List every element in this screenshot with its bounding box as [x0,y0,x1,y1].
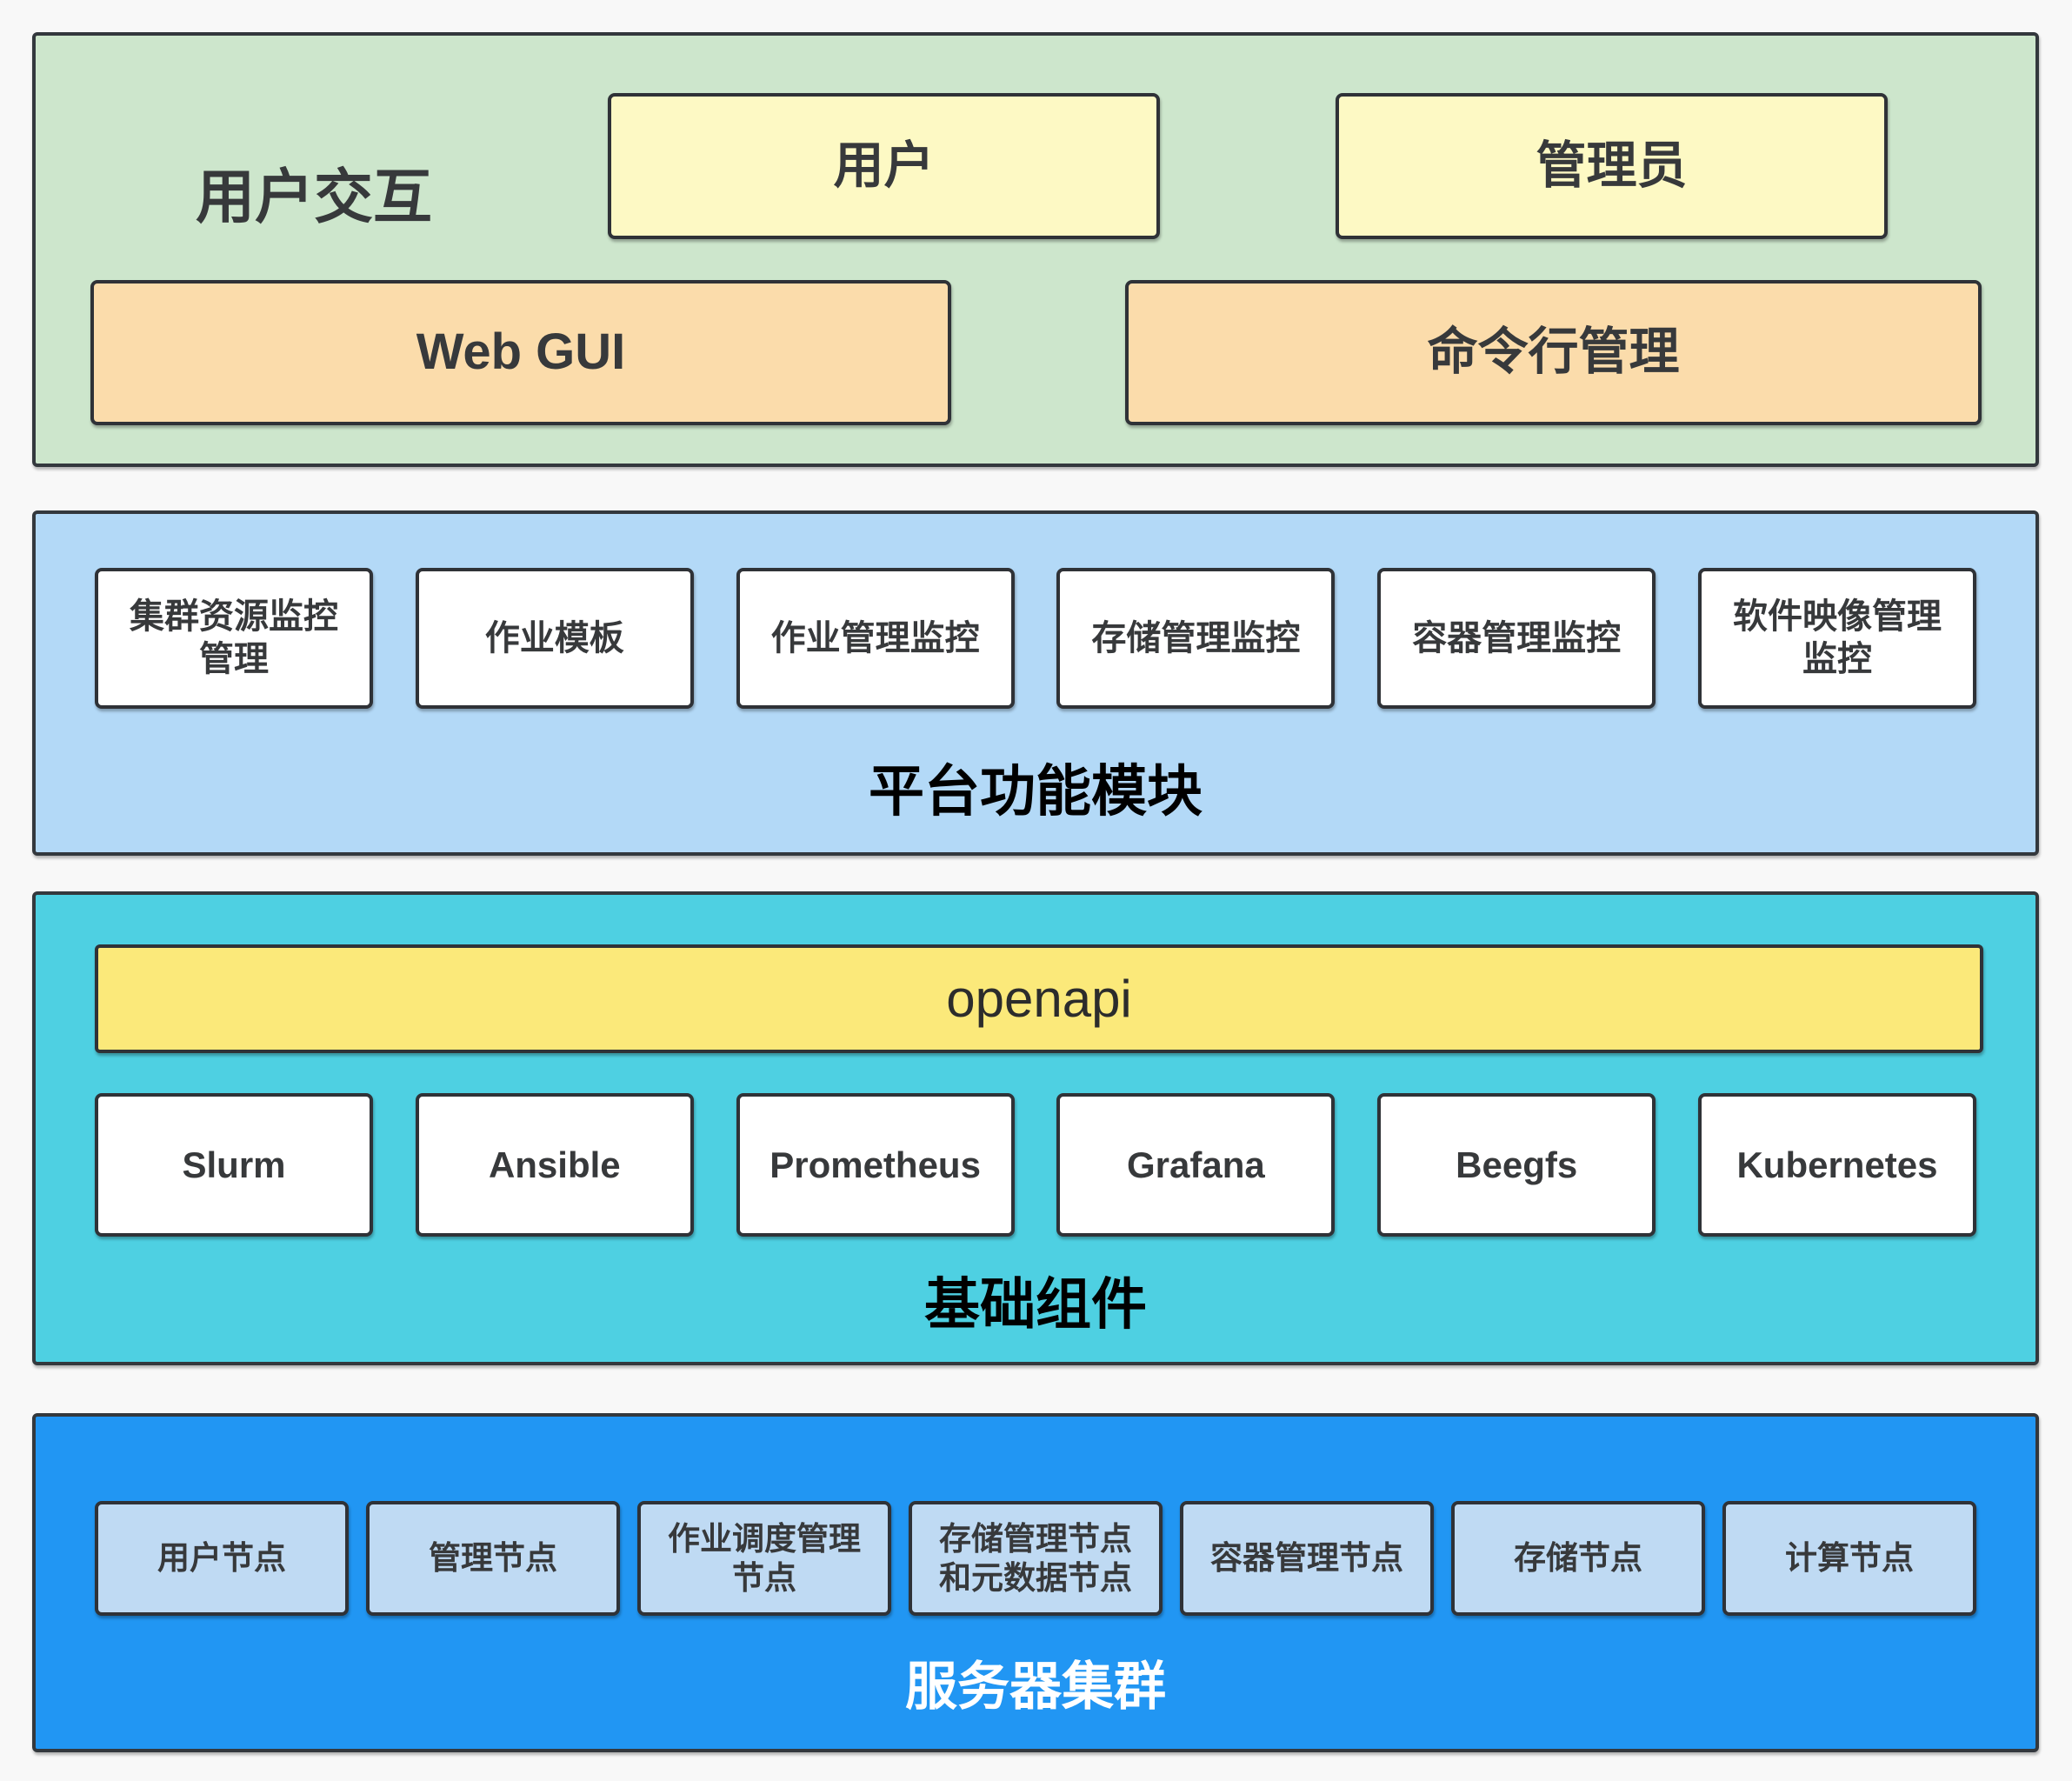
node-box-storage-node: 存储节点 [1451,1501,1705,1616]
box-web-gui: Web GUI [90,280,951,425]
layer-server-cluster: 用户节点 管理节点 作业调度管理 节点 存储管理节点 和元数据节点 容器管理节点… [32,1413,2039,1752]
component-box-slurm: Slurm [95,1093,373,1237]
node-box-storage-management-and-metadata-node: 存储管理节点 和元数据节点 [909,1501,1163,1616]
layer-platform-modules-label: 平台功能模块 [36,747,2035,827]
module-box-software-image-management-monitoring: 软件映像管理 监控 [1698,568,1976,709]
component-box-grafana: Grafana [1056,1093,1335,1237]
box-user: 用户 [608,93,1160,239]
layer-user-interaction-label: 用户交互 [105,149,523,235]
node-box-compute-node: 计算节点 [1722,1501,1976,1616]
node-box-container-management-node: 容器管理节点 [1180,1501,1434,1616]
node-box-user-node: 用户节点 [95,1501,349,1616]
platform-modules-row: 集群资源监控 管理 作业模板 作业管理监控 存储管理监控 容器管理监控 软件映像… [95,568,1976,709]
layer-base-components-label: 基础组件 [36,1260,2035,1340]
box-admin: 管理员 [1336,93,1888,239]
module-box-job-management-monitoring: 作业管理监控 [736,568,1015,709]
component-box-beegfs: Beegfs [1377,1093,1656,1237]
module-box-cluster-resource-monitoring: 集群资源监控 管理 [95,568,373,709]
module-box-job-template: 作业模板 [416,568,694,709]
layer-user-interaction: 用户交互 用户 管理员 Web GUI 命令行管理 [32,32,2039,467]
module-box-container-management-monitoring: 容器管理监控 [1377,568,1656,709]
box-cli-management: 命令行管理 [1125,280,1982,425]
base-components-row: Slurm Ansible Prometheus Grafana Beegfs … [95,1093,1976,1237]
component-box-ansible: Ansible [416,1093,694,1237]
openapi-bar: openapi [95,944,1983,1053]
component-box-prometheus: Prometheus [736,1093,1015,1237]
layer-platform-modules: 集群资源监控 管理 作业模板 作业管理监控 存储管理监控 容器管理监控 软件映像… [32,510,2039,856]
layer-base-components: openapi Slurm Ansible Prometheus Grafana… [32,891,2039,1365]
node-box-job-scheduling-management-node: 作业调度管理 节点 [637,1501,891,1616]
node-box-management-node: 管理节点 [366,1501,620,1616]
component-box-kubernetes: Kubernetes [1698,1093,1976,1237]
module-box-storage-management-monitoring: 存储管理监控 [1056,568,1335,709]
server-cluster-row: 用户节点 管理节点 作业调度管理 节点 存储管理节点 和元数据节点 容器管理节点… [95,1501,1976,1616]
layer-server-cluster-label: 服务器集群 [36,1644,2035,1720]
